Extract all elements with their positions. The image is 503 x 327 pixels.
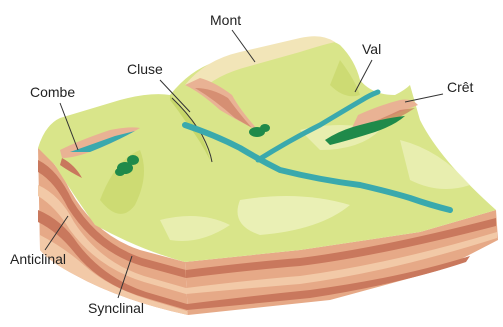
svg-text:Mont: Mont: [210, 12, 241, 28]
label-crest: Crêt: [405, 79, 474, 102]
svg-text:Combe: Combe: [30, 84, 75, 100]
svg-text:Val: Val: [362, 41, 381, 57]
svg-text:Crêt: Crêt: [447, 79, 474, 95]
svg-text:Cluse: Cluse: [127, 61, 163, 77]
svg-text:Synclinal: Synclinal: [88, 300, 144, 316]
block-top-surface: [38, 38, 496, 262]
svg-text:Anticlinal: Anticlinal: [10, 251, 66, 267]
label-val: Val: [355, 41, 381, 92]
